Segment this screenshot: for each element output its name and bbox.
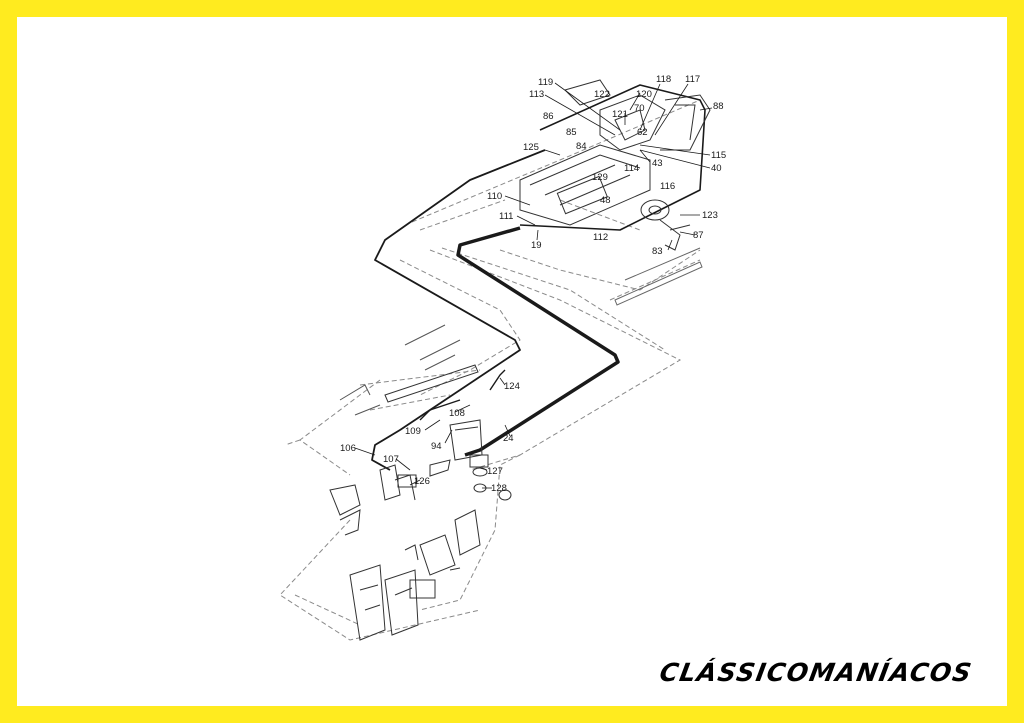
pedal-bracket-assembly bbox=[329, 364, 512, 576]
chassis-rail bbox=[614, 247, 703, 306]
callout-114: 114 bbox=[624, 163, 639, 174]
brand-logo: CLÁSSICOMANÍACOS bbox=[657, 658, 975, 687]
callout-127: 127 bbox=[487, 466, 503, 477]
callout-48: 48 bbox=[600, 195, 611, 206]
callout-106: 106 bbox=[340, 443, 356, 454]
callout-126: 126 bbox=[414, 476, 430, 487]
callout-86: 86 bbox=[543, 111, 554, 122]
callout-88: 88 bbox=[713, 101, 724, 112]
chassis-outline bbox=[279, 99, 701, 641]
callout-labels: 119 118 117 113 122 120 88 70 121 86 85 … bbox=[340, 74, 726, 494]
callout-70: 70 bbox=[634, 103, 645, 114]
callout-119: 119 bbox=[538, 77, 553, 88]
callout-24: 24 bbox=[503, 433, 514, 444]
callout-121: 121 bbox=[612, 109, 628, 120]
callout-43: 43 bbox=[652, 158, 663, 169]
callout-124: 124 bbox=[504, 381, 520, 392]
callout-84: 84 bbox=[576, 141, 587, 152]
callout-111: 111 bbox=[499, 211, 513, 222]
outer-cable bbox=[371, 149, 546, 471]
pedal-frame bbox=[349, 564, 436, 641]
diagram-frame bbox=[17, 17, 1007, 706]
callout-113: 113 bbox=[529, 89, 544, 100]
callout-109: 109 bbox=[405, 426, 421, 437]
callout-118: 118 bbox=[656, 74, 671, 85]
callout-117: 117 bbox=[685, 74, 700, 85]
alternator-assembly bbox=[640, 199, 691, 251]
cable-runs bbox=[371, 84, 706, 471]
callout-110: 110 bbox=[487, 191, 502, 202]
misc-pipes bbox=[339, 324, 461, 416]
callout-120: 120 bbox=[636, 89, 652, 100]
callout-122: 122 bbox=[594, 89, 610, 100]
callout-94: 94 bbox=[431, 441, 442, 452]
callout-108: 108 bbox=[449, 408, 465, 419]
callout-19: 19 bbox=[531, 240, 542, 251]
callout-116: 116 bbox=[660, 181, 675, 192]
callout-125: 125 bbox=[523, 142, 539, 153]
battery-cable bbox=[519, 84, 706, 231]
leader-lines bbox=[354, 82, 713, 489]
cable-124 bbox=[489, 369, 506, 391]
callout-112: 112 bbox=[593, 232, 608, 243]
cable-109 bbox=[419, 399, 461, 421]
callout-107: 107 bbox=[383, 454, 399, 465]
callout-128: 128 bbox=[491, 483, 507, 494]
callout-40: 40 bbox=[711, 163, 722, 174]
callout-129: 129 bbox=[592, 172, 608, 183]
callout-62: 62 bbox=[637, 127, 648, 138]
callout-123: 123 bbox=[702, 210, 718, 221]
callout-85: 85 bbox=[566, 127, 577, 138]
callout-87: 87 bbox=[693, 230, 704, 241]
callout-115: 115 bbox=[711, 150, 726, 161]
callout-83: 83 bbox=[652, 246, 663, 257]
engine-block bbox=[519, 79, 711, 226]
main-thick-cable bbox=[456, 226, 620, 457]
